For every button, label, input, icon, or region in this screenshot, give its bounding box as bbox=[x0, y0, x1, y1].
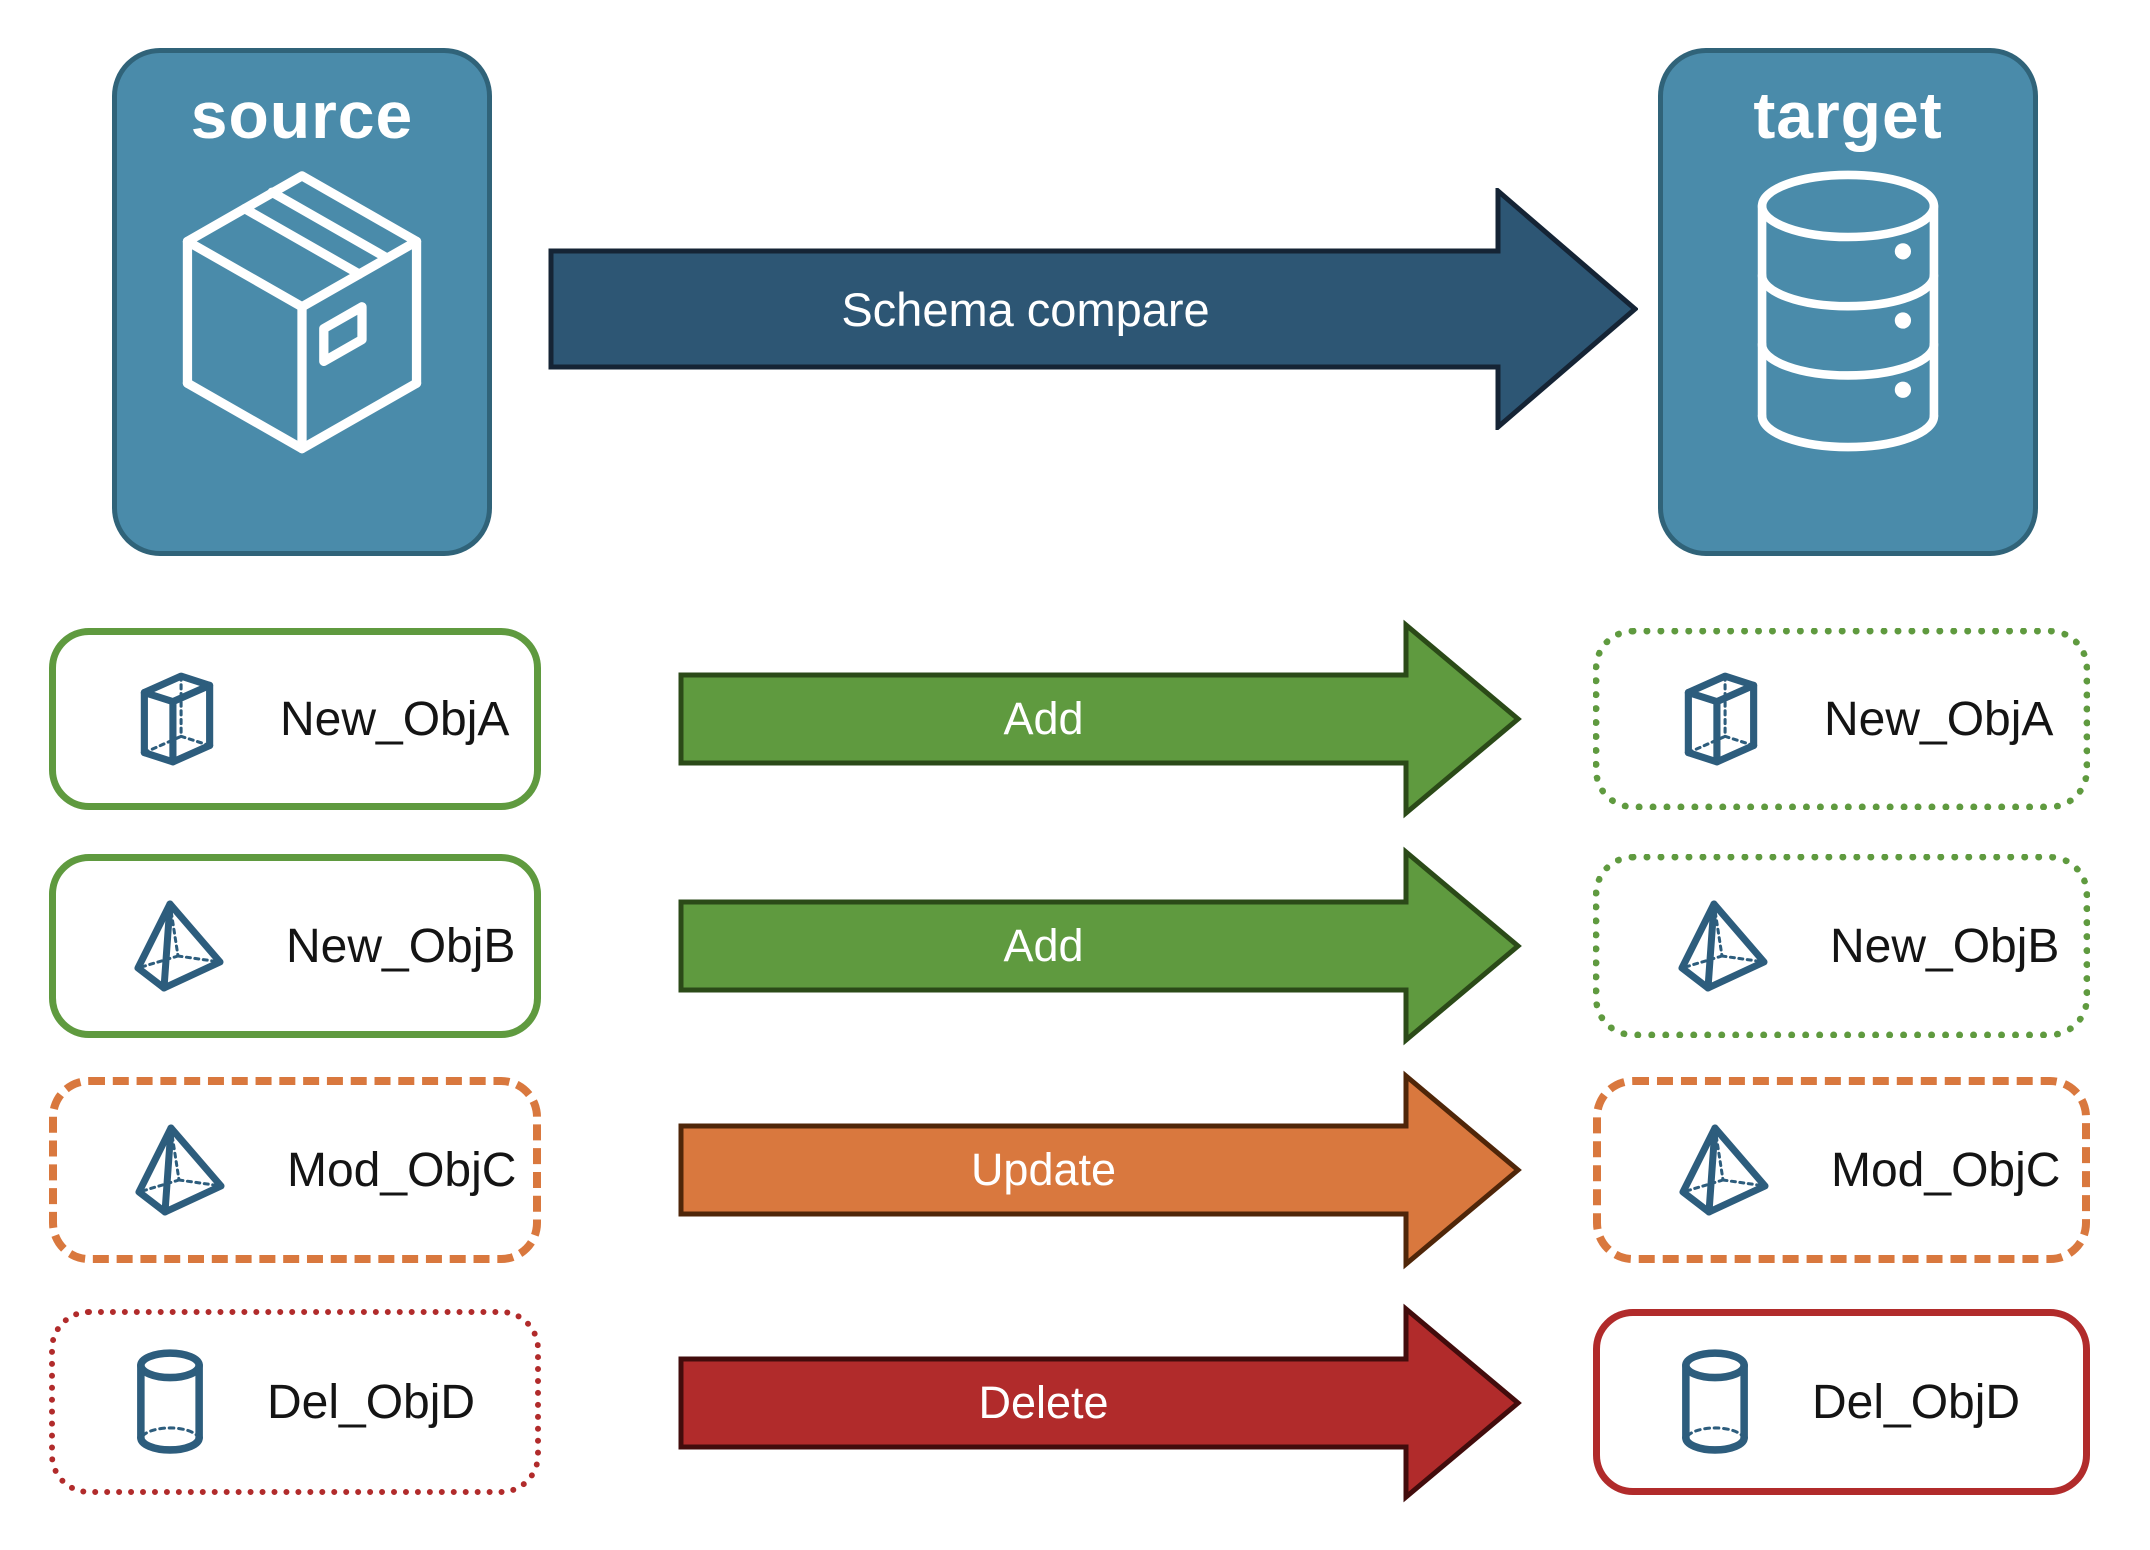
target-item-new-obja: New_ObjA bbox=[1593, 628, 2090, 810]
update-arrow-label-row3: Update bbox=[970, 1144, 1117, 1195]
target-item-mod-objc: Mod_ObjC bbox=[1593, 1077, 2090, 1263]
item-label: Mod_ObjC bbox=[287, 1143, 517, 1197]
delete-arrow-label-row4: Delete bbox=[978, 1377, 1109, 1428]
delete-arrow-row4 bbox=[678, 1303, 1522, 1503]
target-item-del-objd: Del_ObjD bbox=[1593, 1309, 2090, 1495]
item-label: New_ObjB bbox=[286, 919, 516, 973]
add-arrow-label-row2: Add bbox=[1003, 920, 1084, 971]
cylinder-icon bbox=[1682, 1349, 1748, 1454]
pyramid-icon bbox=[1678, 900, 1768, 992]
source-item-mod-objc: Mod_ObjC bbox=[49, 1077, 541, 1263]
target-item-new-objb: New_ObjB bbox=[1593, 854, 2090, 1038]
item-label: Del_ObjD bbox=[267, 1375, 476, 1429]
source-item-new-objb: New_ObjB bbox=[49, 854, 541, 1038]
schema-compare-arrow bbox=[548, 188, 1638, 430]
target-node: target bbox=[1658, 48, 2038, 556]
add-arrow-row1 bbox=[678, 619, 1522, 819]
cube-icon bbox=[140, 672, 214, 766]
pyramid-icon bbox=[135, 1124, 225, 1216]
source-item-new-obja: New_ObjA bbox=[49, 628, 541, 810]
source-node: source bbox=[112, 48, 492, 556]
pyramid-icon bbox=[134, 900, 224, 992]
update-arrow-row3 bbox=[678, 1070, 1522, 1270]
source-item-del-objd: Del_ObjD bbox=[49, 1309, 541, 1495]
source-node-label: source bbox=[190, 78, 414, 152]
add-arrow-label-row1: Add bbox=[1003, 693, 1084, 744]
item-label: New_ObjB bbox=[1830, 919, 2060, 973]
target-node-label: target bbox=[1753, 78, 1943, 152]
item-label: New_ObjA bbox=[280, 692, 510, 746]
cylinder-icon bbox=[137, 1349, 203, 1454]
item-label: New_ObjA bbox=[1824, 692, 2054, 746]
item-label: Mod_ObjC bbox=[1831, 1143, 2061, 1197]
database-icon bbox=[1757, 170, 1939, 452]
package-icon bbox=[182, 171, 422, 454]
pyramid-icon bbox=[1679, 1124, 1769, 1216]
cube-icon bbox=[1684, 672, 1758, 766]
item-label: Del_ObjD bbox=[1812, 1375, 2021, 1429]
add-arrow-row2 bbox=[678, 846, 1522, 1046]
schema-compare-arrow-label: Schema compare bbox=[841, 282, 1210, 336]
